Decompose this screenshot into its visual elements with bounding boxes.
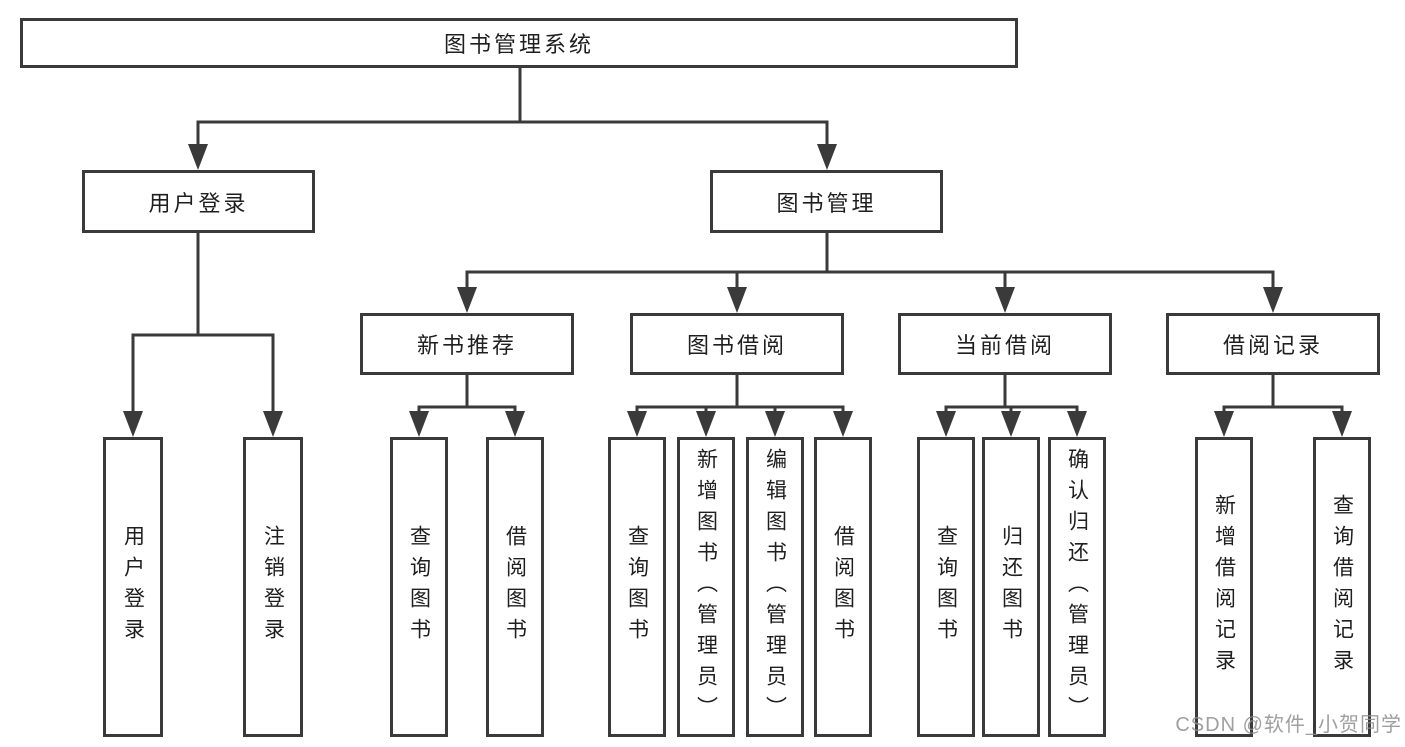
node-book-management-label: 图书管理 <box>776 190 877 216</box>
leaf-cb-query-books-label: 查询图书 <box>934 525 958 649</box>
leaf-logout: 注销登录 <box>243 437 303 737</box>
node-book-borrowing: 图书借阅 <box>630 313 844 375</box>
leaf-bb-add-book-admin-label: 新增图书（管理员） <box>694 447 718 727</box>
node-new-book-recommend: 新书推荐 <box>360 313 574 375</box>
node-current-borrowing: 当前借阅 <box>898 313 1112 375</box>
leaf-bb-edit-book-admin-label: 编辑图书（管理员） <box>763 447 787 727</box>
leaf-bb-borrow-books-label: 借阅图书 <box>831 525 855 649</box>
node-user-login-label: 用户登录 <box>148 190 249 216</box>
leaf-bb-query-books: 查询图书 <box>608 437 666 737</box>
leaf-cb-confirm-return-admin: 确认归还（管理员） <box>1048 437 1106 737</box>
leaf-user-login: 用户登录 <box>103 437 163 737</box>
leaf-logout-label: 注销登录 <box>261 525 285 649</box>
node-borrow-records-label: 借阅记录 <box>1222 333 1323 358</box>
leaf-br-query-record: 查询借阅记录 <box>1313 437 1371 737</box>
leaf-nbr-borrow-books: 借阅图书 <box>486 437 544 737</box>
leaf-cb-query-books: 查询图书 <box>917 437 975 737</box>
node-current-borrowing-label: 当前借阅 <box>954 333 1055 358</box>
node-new-book-recommend-label: 新书推荐 <box>416 333 517 358</box>
leaf-cb-return-book: 归还图书 <box>982 437 1040 737</box>
leaf-br-add-record-label: 新增借阅记录 <box>1212 494 1236 680</box>
leaf-nbr-query-books-label: 查询图书 <box>407 525 431 649</box>
leaf-cb-confirm-return-admin-label: 确认归还（管理员） <box>1065 447 1089 727</box>
leaf-nbr-query-books: 查询图书 <box>390 437 448 737</box>
leaf-br-add-record: 新增借阅记录 <box>1195 437 1253 737</box>
node-user-login: 用户登录 <box>82 170 315 233</box>
node-book-borrowing-label: 图书借阅 <box>686 333 787 358</box>
node-library-system: 图书管理系统 <box>20 18 1018 68</box>
leaf-bb-query-books-label: 查询图书 <box>625 525 649 649</box>
node-library-system-label: 图书管理系统 <box>443 32 594 57</box>
leaf-bb-edit-book-admin: 编辑图书（管理员） <box>746 437 804 737</box>
leaf-bb-add-book-admin: 新增图书（管理员） <box>677 437 735 737</box>
leaf-br-query-record-label: 查询借阅记录 <box>1330 494 1354 680</box>
leaf-user-login-label: 用户登录 <box>121 525 145 649</box>
node-borrow-records: 借阅记录 <box>1166 313 1380 375</box>
leaf-cb-return-book-label: 归还图书 <box>999 525 1023 649</box>
node-book-management: 图书管理 <box>710 170 943 233</box>
leaf-bb-borrow-books: 借阅图书 <box>814 437 872 737</box>
watermark: CSDN @软件_小贺同学 <box>1175 714 1402 736</box>
leaf-nbr-borrow-books-label: 借阅图书 <box>503 525 527 649</box>
